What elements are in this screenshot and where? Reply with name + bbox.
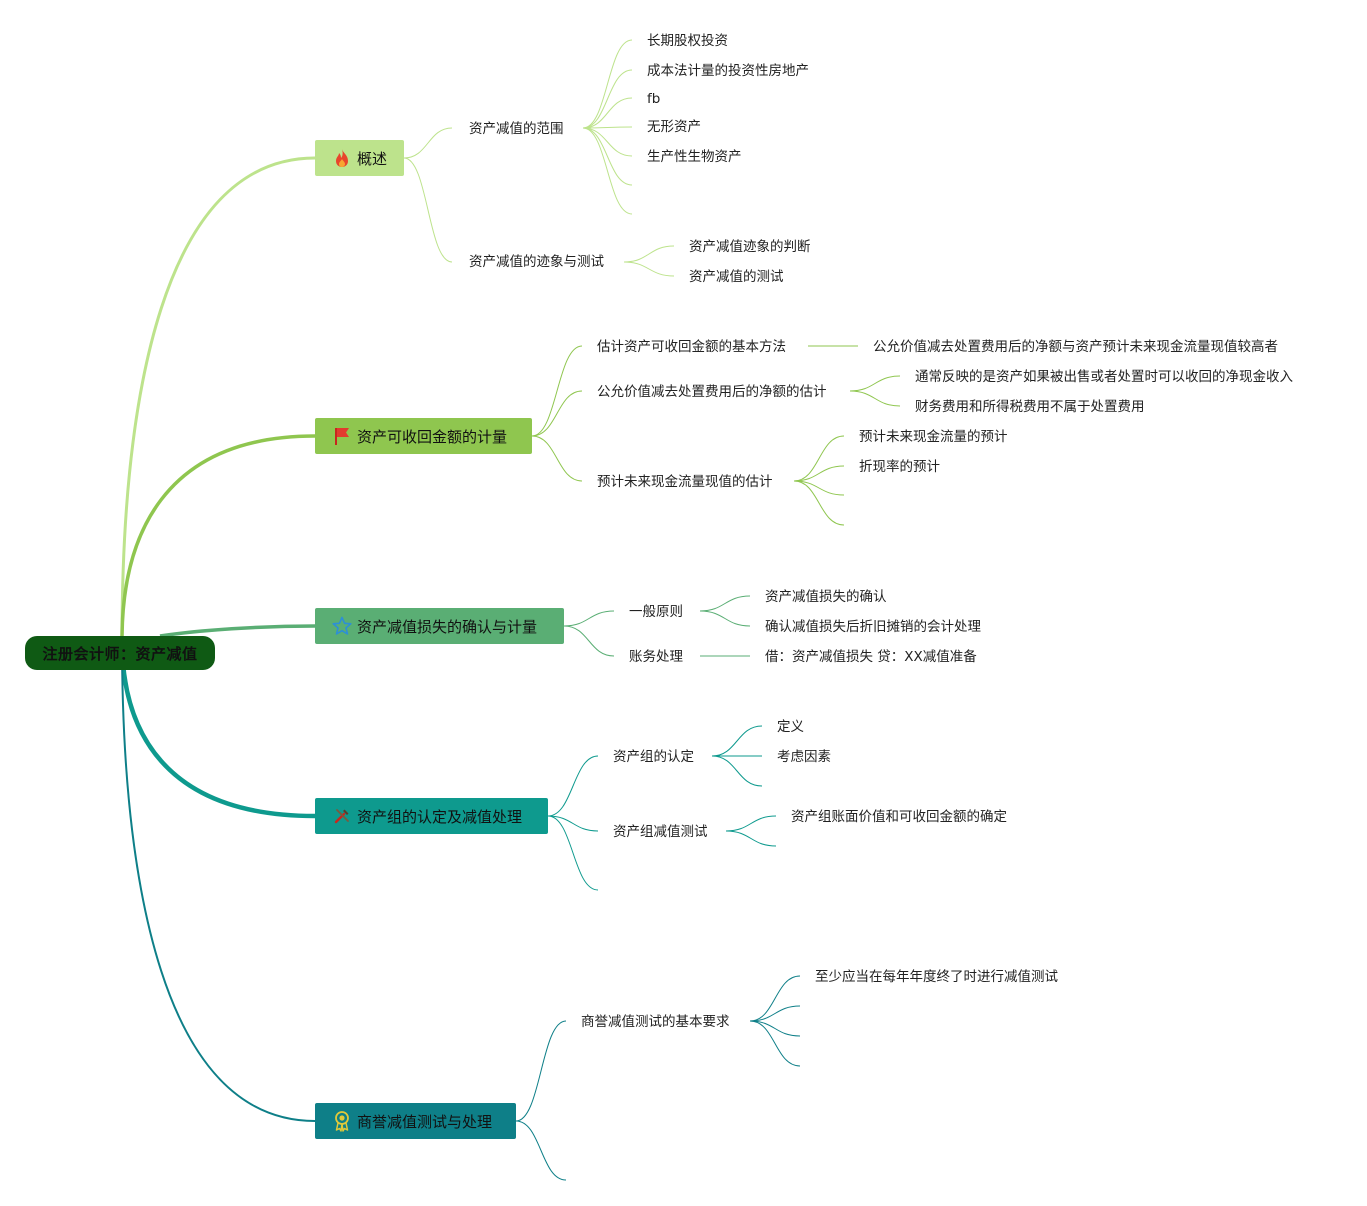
- leaf-connector: [749, 1020, 801, 1037]
- branch-connector: [119, 639, 316, 819]
- tools-icon: [331, 805, 353, 827]
- leaf-connector: [582, 39, 633, 129]
- leaf-connector: [582, 69, 633, 129]
- leaf-item[interactable]: 资产减值的测试: [689, 269, 784, 285]
- sub-connector: [531, 435, 583, 482]
- branch-label: 概述: [357, 149, 388, 168]
- sub-connector: [403, 157, 453, 263]
- leaf-item[interactable]: 定义: [777, 719, 804, 735]
- leaf-connector: [699, 610, 751, 627]
- branch-label: 资产组的认定及减值处理: [357, 807, 523, 826]
- branch-label: 资产减值损失的确认与计量: [357, 617, 538, 636]
- subtopic-signs-and-test[interactable]: 资产减值的迹象与测试: [469, 254, 604, 270]
- leaf-connector: [711, 755, 763, 787]
- sub-connector: [563, 625, 615, 657]
- leaf-item[interactable]: 无形资产: [647, 119, 701, 135]
- leaf-connector: [849, 390, 901, 407]
- leaf-item[interactable]: 生产性生物资产: [647, 149, 742, 165]
- fire-icon: [331, 147, 353, 169]
- branch-asset-group[interactable]: 资产组的认定及减值处理: [315, 798, 548, 834]
- leaf-item[interactable]: 资产减值迹象的判断: [689, 239, 811, 255]
- leaf-item[interactable]: 公允价值减去处置费用后的净额与资产预计未来现金流量现值较高者: [873, 339, 1278, 355]
- sub-connector: [515, 1020, 567, 1122]
- leaf-item[interactable]: 资产减值损失的确认: [765, 589, 887, 605]
- subtopic-asset-group-test[interactable]: 资产组减值测试: [613, 824, 708, 840]
- leaf-item[interactable]: 确认减值损失后折旧摊销的会计处理: [765, 619, 981, 635]
- leaf-item[interactable]: 考虑因素: [777, 749, 831, 765]
- leaf-item[interactable]: 借：资产减值损失 贷：XX减值准备: [765, 649, 977, 665]
- branch-connector: [121, 639, 316, 1122]
- branch-recoverable-amount[interactable]: 资产可收回金额的计量: [315, 418, 532, 454]
- leaf-connector: [582, 127, 633, 186]
- leaf-item[interactable]: 至少应当在每年年度终了时进行减值测试: [815, 969, 1058, 985]
- branch-label: 商誉减值测试与处理: [357, 1112, 493, 1131]
- branch-connector: [120, 434, 316, 641]
- leaf-connector: [582, 127, 633, 215]
- root-topic[interactable]: 注册会计师：资产减值: [25, 636, 215, 670]
- leaf-item[interactable]: 长期股权投资: [647, 33, 728, 49]
- leaf-connector: [699, 595, 751, 612]
- subtopic-accounting-entry[interactable]: 账务处理: [629, 649, 683, 665]
- leaf-connector: [711, 725, 763, 757]
- leaf-item[interactable]: 财务费用和所得税费用不属于处置费用: [915, 399, 1145, 415]
- subtopic-fair-value-estimate[interactable]: 公允价值减去处置费用后的净额的估计: [597, 384, 827, 400]
- subtopic-scope[interactable]: 资产减值的范围: [469, 121, 564, 137]
- sub-connector: [531, 390, 583, 437]
- sub-connector: [547, 815, 599, 891]
- branch-impairment-loss[interactable]: 资产减值损失的确认与计量: [315, 608, 564, 644]
- sub-connector: [531, 345, 583, 437]
- leaf-connector: [793, 435, 845, 482]
- flag-icon: [331, 425, 353, 447]
- leaf-connector: [793, 480, 845, 526]
- sub-connector: [547, 815, 599, 832]
- subtopic-general-principle[interactable]: 一般原则: [629, 604, 683, 620]
- leaf-connector: [725, 830, 777, 847]
- leaf-connector: [582, 97, 633, 129]
- branch-connector: [159, 624, 316, 638]
- leaf-connector: [749, 1020, 801, 1067]
- leaf-connector: [749, 975, 801, 1022]
- sub-connector: [403, 127, 453, 159]
- sub-connector: [563, 610, 615, 627]
- subtopic-basic-method[interactable]: 估计资产可收回金额的基本方法: [597, 339, 786, 355]
- sub-connector: [547, 755, 599, 817]
- leaf-connector: [623, 245, 675, 263]
- subtopic-asset-group-identify[interactable]: 资产组的认定: [613, 749, 694, 765]
- leaf-item[interactable]: 通常反映的是资产如果被出售或者处置时可以收回的净现金收入: [915, 369, 1293, 385]
- leaf-connector: [725, 815, 777, 832]
- leaf-connector: [623, 261, 675, 277]
- sub-connector: [515, 1120, 567, 1181]
- branch-connector: [120, 156, 316, 641]
- branch-goodwill[interactable]: 商誉减值测试与处理: [315, 1103, 516, 1139]
- leaf-connector: [793, 480, 845, 496]
- subtopic-pv-estimate[interactable]: 预计未来现金流量现值的估计: [597, 474, 773, 490]
- leaf-connector: [793, 465, 845, 482]
- leaf-item[interactable]: 折现率的预计: [859, 459, 940, 475]
- leaf-connector: [849, 375, 901, 392]
- leaf-connector: [582, 127, 633, 157]
- subtopic-goodwill-requirement[interactable]: 商誉减值测试的基本要求: [581, 1014, 730, 1030]
- leaf-item[interactable]: 成本法计量的投资性房地产: [647, 63, 809, 79]
- leaf-item[interactable]: 预计未来现金流量的预计: [859, 429, 1008, 445]
- star-icon: [331, 615, 353, 637]
- leaf-connector: [749, 1005, 801, 1022]
- branch-overview[interactable]: 概述: [315, 140, 404, 176]
- branch-label: 资产可收回金额的计量: [357, 427, 508, 446]
- award-icon: [331, 1110, 353, 1132]
- leaf-connector: [582, 126, 633, 129]
- leaf-item[interactable]: 资产组账面价值和可收回金额的确定: [791, 809, 1007, 825]
- leaf-item[interactable]: fb: [647, 91, 661, 107]
